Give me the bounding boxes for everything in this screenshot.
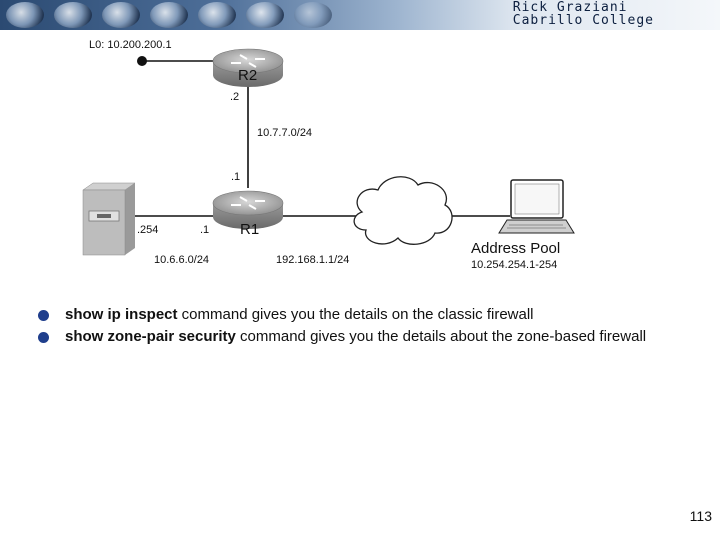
decorative-orb [54, 2, 92, 28]
r1-name-label: R1 [240, 221, 259, 238]
server-port-label: .254 [137, 224, 158, 236]
r1-r2-subnet-label: 10.7.7.0/24 [257, 127, 312, 139]
router-r1-icon [212, 190, 284, 229]
r1-left-port-label: .1 [200, 224, 209, 236]
r2-name-label: R2 [238, 67, 257, 84]
router-r2-icon [212, 48, 284, 87]
r2-loopback-label: L0: 10.200.200.1 [89, 39, 172, 51]
decorative-orb [102, 2, 140, 28]
address-pool-range: 10.254.254.1-254 [471, 259, 557, 271]
bullet-dot-icon [38, 310, 49, 321]
server-subnet-label: 10.6.6.0/24 [154, 254, 209, 266]
cloud-icon [353, 176, 453, 245]
server-icon [82, 182, 136, 256]
header-banner: Rick Graziani Cabrillo College [0, 0, 720, 30]
author-credit: Rick Graziani Cabrillo College [513, 1, 654, 27]
bullet-dot-icon [38, 332, 49, 343]
r1-top-port-label: .1 [231, 171, 240, 183]
decorative-orb [198, 2, 236, 28]
author-name: Rick Graziani [512, 0, 628, 15]
decorative-orb [246, 2, 284, 28]
page-number: 113 [689, 508, 712, 524]
bullet-list: show ip inspect command gives you the de… [38, 306, 678, 350]
loopback-endpoint [137, 56, 147, 66]
network-diagram: L0: 10.200.200.1 R2 .2 10.7.7.0/24 .1 R1… [82, 39, 575, 271]
laptop-icon [498, 179, 575, 234]
address-pool-title: Address Pool [471, 240, 560, 257]
author-college: Cabrillo College [512, 13, 654, 28]
decorative-orb [150, 2, 188, 28]
bullet-text: command gives you the details on the cla… [177, 306, 534, 323]
bullet-command: show ip inspect [65, 306, 178, 323]
bullet-command: show zone-pair security [65, 328, 236, 345]
r2-port-label: .2 [230, 91, 239, 103]
bullet-text: command gives you the details about the … [235, 328, 647, 345]
bullet-item: show zone-pair security command gives yo… [38, 328, 678, 346]
decorative-orb [6, 2, 44, 28]
r1-address-label: 192.168.1.1/24 [276, 254, 349, 266]
bullet-item: show ip inspect command gives you the de… [38, 306, 678, 324]
decorative-orb [294, 2, 332, 28]
